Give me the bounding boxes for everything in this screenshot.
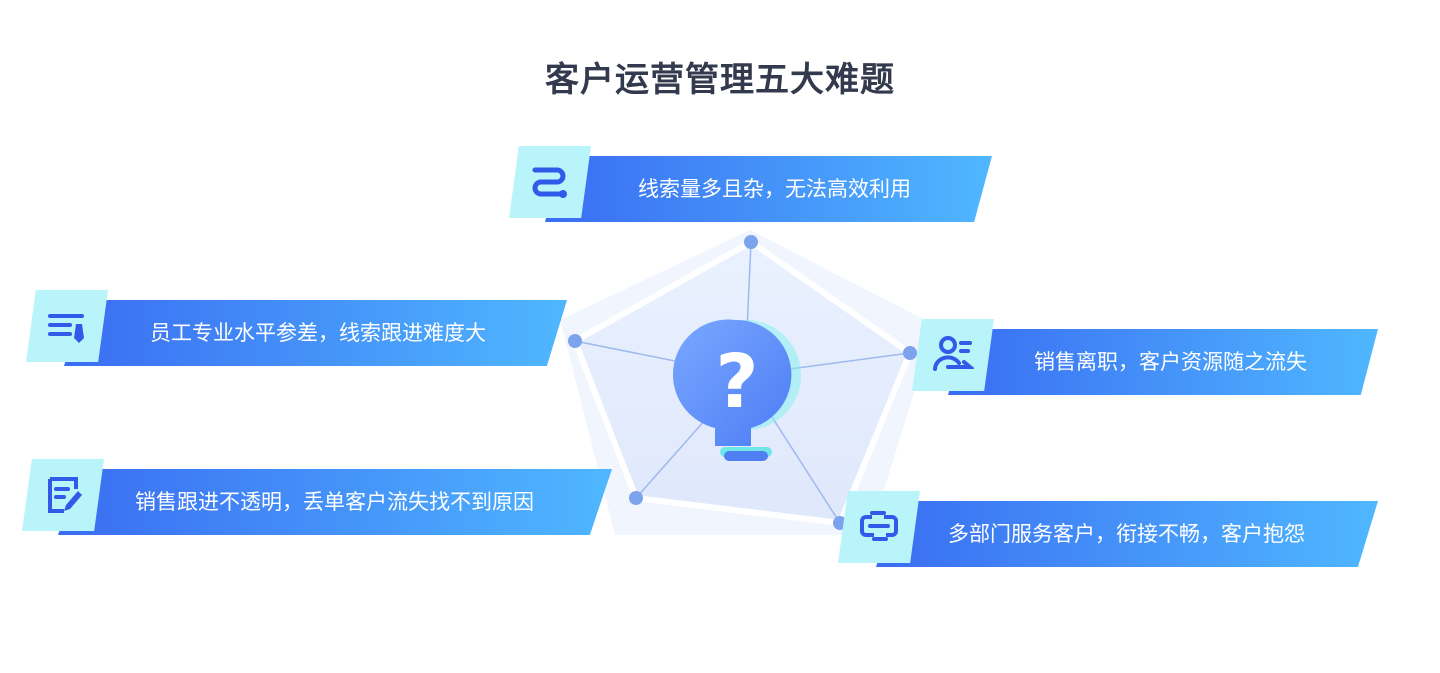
link-chain-icon xyxy=(860,511,898,541)
center-pentagon-graphic: ? xyxy=(560,230,935,535)
document-edit-icon xyxy=(48,477,82,513)
issue-label: 线索量多且杂，无法高效利用 xyxy=(638,177,911,201)
issue-banner-departments: 多部门服务客户，衔接不畅，客户抱怨 xyxy=(838,491,1378,567)
route-icon xyxy=(532,167,567,198)
issue-banner-transparency: 销售跟进不透明，丢单客户流失找不到原因 xyxy=(22,459,612,535)
banner-bar xyxy=(545,156,992,222)
user-leave-icon xyxy=(933,336,974,371)
banner-bar xyxy=(948,329,1378,395)
question-bulb-icon: ? xyxy=(672,319,801,461)
page-title: 客户运营管理五大难题 xyxy=(545,60,895,100)
icon-box xyxy=(26,290,108,362)
issue-label: 多部门服务客户，衔接不畅，客户抱怨 xyxy=(948,522,1305,546)
svg-text:?: ? xyxy=(716,339,759,425)
icon-box xyxy=(22,459,104,531)
banner-bar xyxy=(876,501,1378,567)
staff-list-icon xyxy=(48,314,84,343)
issue-banner-leads: 线索量多且杂，无法高效利用 xyxy=(509,146,992,222)
issue-banner-resign: 销售离职，客户资源随之流失 xyxy=(912,319,1378,395)
banner-bar xyxy=(58,469,612,535)
issue-label: 员工专业水平参差，线索跟进难度大 xyxy=(150,321,486,345)
icon-box xyxy=(509,146,591,218)
banner-bar xyxy=(64,300,567,366)
icon-box xyxy=(912,319,994,391)
issue-banner-staff: 员工专业水平参差，线索跟进难度大 xyxy=(26,290,567,366)
icon-box xyxy=(838,491,920,563)
issue-label: 销售跟进不透明，丢单客户流失找不到原因 xyxy=(135,490,534,514)
issue-label: 销售离职，客户资源随之流失 xyxy=(1034,350,1307,374)
